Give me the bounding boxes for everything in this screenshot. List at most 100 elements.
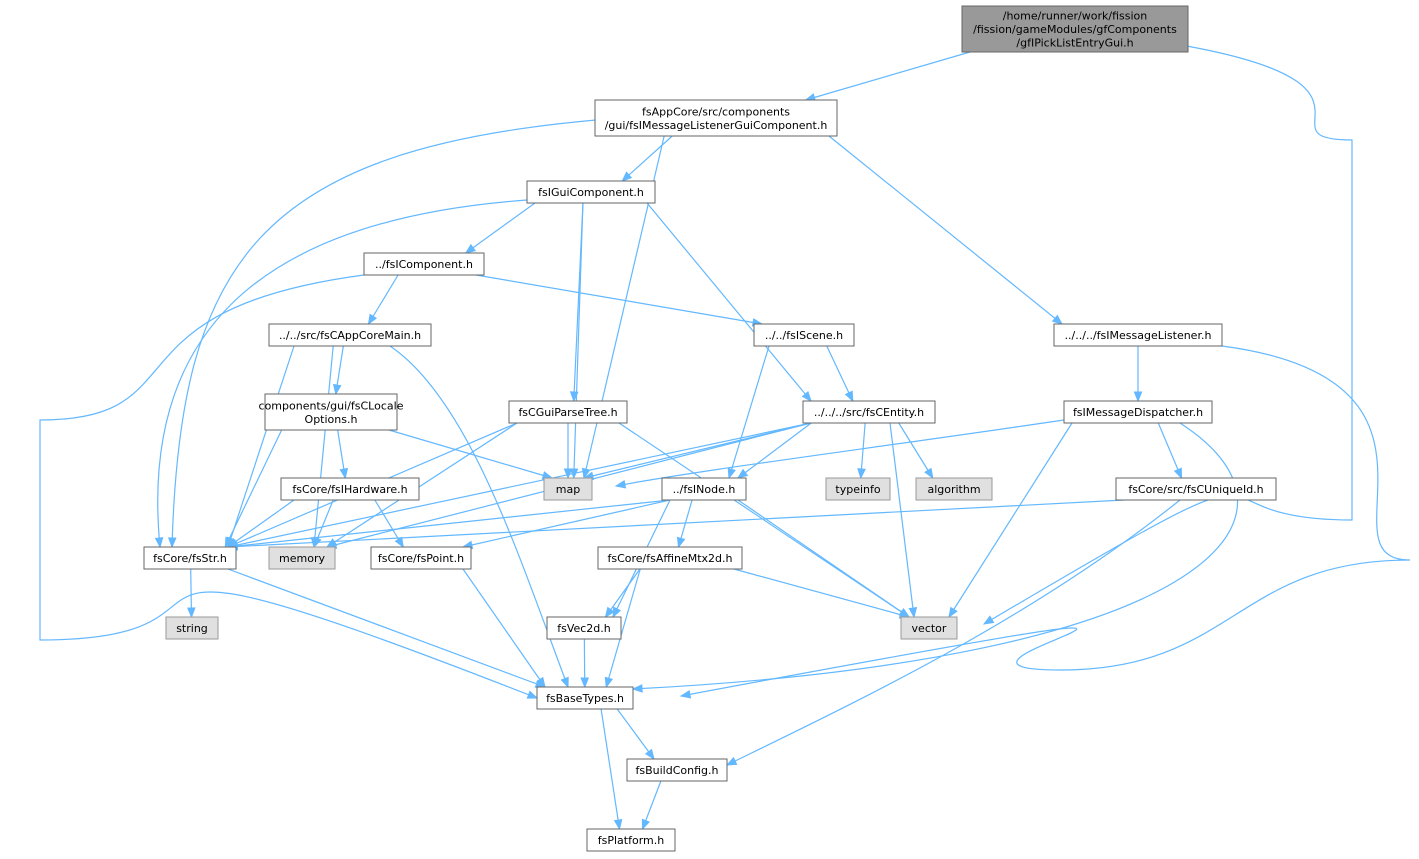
node-label: fsIGuiComponent.h (538, 186, 644, 199)
node-cguiparsetree[interactable]: fsCGuiParseTree.h (508, 400, 628, 424)
node-appcoremain[interactable]: ../../src/fsCAppCoreMain.h (268, 323, 432, 347)
edge-centity-to-vector (889, 422, 915, 618)
node-ihardware[interactable]: fsCore/fsIHardware.h (280, 477, 420, 501)
node-box (586, 828, 676, 852)
edge-affinemtx2d-to-vec2d (605, 568, 641, 618)
node-label: fsCore/fsAffineMtx2d.h (607, 552, 732, 565)
arrowhead (613, 819, 623, 831)
arrowhead (526, 690, 539, 699)
edge-msglistenerguicomp-to-iguicomponent (621, 135, 673, 182)
edge-basetypes-to-platform (600, 708, 621, 830)
node-box (165, 616, 219, 640)
edge-iscene-to-inode (728, 345, 770, 479)
node-map: map (543, 477, 593, 501)
arrowhead (801, 390, 812, 403)
arrowhead (339, 467, 349, 480)
arrowhead (560, 676, 569, 689)
node-label: fsVec2d.h (557, 622, 611, 635)
edge-cguiparsetree-to-vector (618, 422, 910, 618)
edge-basetypes-to-buildconfig (616, 708, 655, 760)
node-box (363, 252, 485, 276)
node-inode[interactable]: ../fsINode.h (661, 477, 747, 501)
arrowhead (641, 818, 650, 831)
edge-cuniqueid-to-buildconfig (726, 499, 1181, 766)
node-box (753, 323, 855, 347)
node-platform[interactable]: fsPlatform.h (586, 828, 676, 852)
arrowhead (924, 467, 934, 480)
arrowhead (857, 468, 866, 480)
arrowhead (727, 467, 736, 480)
node-basetypes[interactable]: fsBaseTypes.h (536, 686, 634, 710)
node-label: ../../../fsIMessageListener.h (1065, 329, 1212, 342)
arrowhead (563, 468, 573, 480)
edge-centity-to-algorithm (898, 422, 934, 479)
node-string: string (165, 616, 219, 640)
arrowhead (167, 537, 177, 549)
edge-fsstr-to-basetypes (227, 568, 546, 688)
node-fsstr[interactable]: fsCore/fsStr.h (143, 546, 237, 570)
arrowhead (394, 536, 404, 549)
arrowhead (614, 479, 627, 489)
node-box (900, 616, 958, 640)
node-iguicomponent[interactable]: fsIGuiComponent.h (526, 180, 656, 204)
edge-fspoint-to-basetypes (462, 568, 546, 688)
arrowhead (154, 537, 164, 549)
node-label: ../../src/fsCAppCoreMain.h (279, 329, 421, 342)
node-label: /gui/fsIMessageListenerGuiComponent.h (605, 119, 828, 132)
node-affinemtx2d[interactable]: fsCore/fsAffineMtx2d.h (597, 546, 743, 570)
arrowhead (631, 684, 643, 693)
node-buildconfig[interactable]: fsBuildConfig.h (626, 758, 728, 782)
node-label: fsCore/fsIHardware.h (292, 483, 407, 496)
arrowhead (644, 748, 655, 761)
arrowhead (736, 468, 749, 479)
node-iscene[interactable]: ../../fsIScene.h (753, 323, 855, 347)
edge-iguicomponent-to-centity (646, 202, 812, 402)
node-label: fsCore/src/fsCUniqueId.h (1128, 483, 1263, 496)
edge-inode-to-fsstr (227, 499, 671, 548)
node-vec2d[interactable]: fsVec2d.h (546, 616, 622, 640)
node-box (370, 546, 472, 570)
arrowhead (332, 383, 342, 396)
arrowhead (908, 607, 918, 619)
node-label: /home/runner/work/fission (1003, 10, 1148, 23)
edge-imessagedispatcher-to-map (615, 419, 1065, 487)
node-msglistenerguicomp[interactable]: fsAppCore/src/components/gui/fsIMessageL… (594, 99, 838, 137)
node-box (546, 616, 622, 640)
node-box (915, 477, 993, 501)
edge-affinemtx2d-to-basetypes (605, 568, 641, 688)
node-box (626, 758, 728, 782)
node-label: ../fsINode.h (673, 483, 736, 496)
arrowhead (580, 677, 590, 689)
node-root[interactable]: /home/runner/work/fission/fission/gameMo… (961, 5, 1189, 53)
edge-affinemtx2d-to-vector (733, 568, 910, 618)
node-centity[interactable]: ../../../src/fsCEntity.h (802, 400, 936, 424)
node-box (961, 5, 1189, 53)
node-cuniqueid[interactable]: fsCore/src/fsCUniqueId.h (1115, 477, 1277, 501)
node-vector: vector (900, 616, 958, 640)
node-box (594, 99, 838, 137)
node-label: memory (279, 552, 325, 565)
node-fspoint[interactable]: fsCore/fsPoint.h (370, 546, 472, 570)
edge-imessagedispatcher-to-vector (948, 422, 1073, 618)
node-imessagelistener[interactable]: ../../../fsIMessageListener.h (1053, 323, 1223, 347)
arrowhead (1051, 314, 1064, 325)
node-imessagedispatcher[interactable]: fsIMessageDispatcher.h (1063, 400, 1213, 424)
arrowhead (621, 171, 633, 182)
node-label: fsIMessageDispatcher.h (1073, 406, 1203, 419)
edge-inode-to-vector (737, 499, 910, 618)
node-label: fsBaseTypes.h (546, 692, 624, 705)
arrowhead (676, 536, 686, 549)
arrowhead (604, 676, 614, 689)
node-icomponent[interactable]: ../fsIComponent.h (363, 252, 485, 276)
edge-msglistenerguicomp-to-fsstr (171, 119, 597, 548)
node-box (1115, 477, 1277, 501)
node-box (508, 400, 628, 424)
arrowhead (982, 615, 995, 625)
edge-centity-to-fsstr (227, 422, 812, 548)
node-box (526, 180, 656, 204)
node-label: ../../../src/fsCEntity.h (814, 406, 924, 419)
node-label: map (556, 483, 580, 496)
node-box (1063, 400, 1213, 424)
